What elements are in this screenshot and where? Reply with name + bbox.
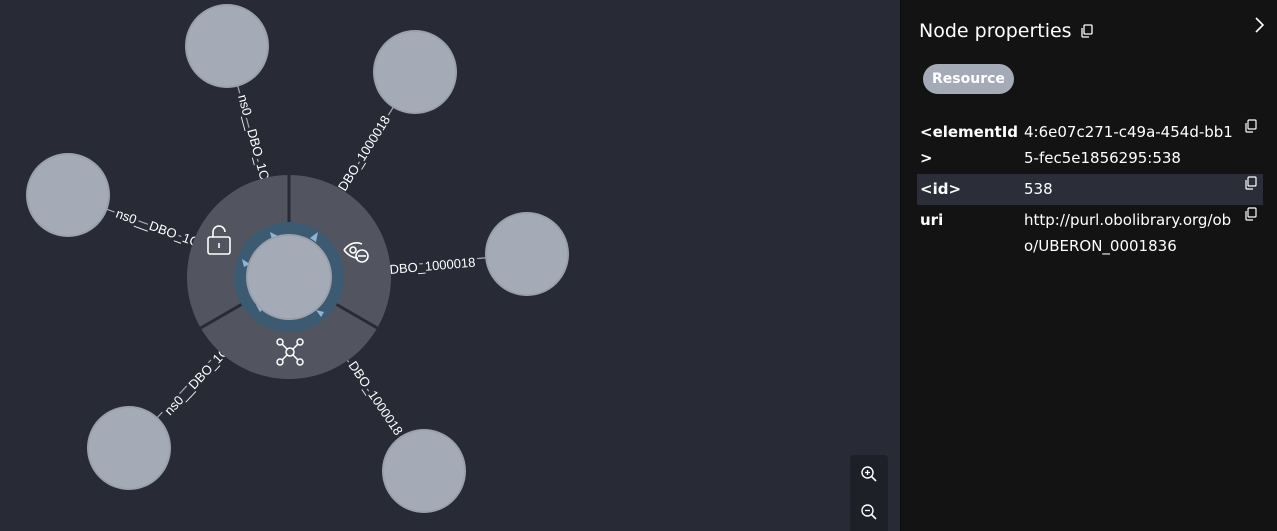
graph-visualization[interactable]: ns0__DBO_1C DBO_1000018 ns0__DBO_1C DBO_… bbox=[0, 0, 900, 531]
selected-node[interactable] bbox=[246, 234, 332, 320]
property-row: uri http://purl.obolibrary.org/obo/UBERO… bbox=[917, 205, 1263, 262]
copy-icon[interactable] bbox=[1244, 207, 1257, 221]
zoom-out-button[interactable] bbox=[850, 493, 888, 531]
relationship-label[interactable]: DBO_1000018 bbox=[332, 110, 396, 197]
graph-canvas[interactable]: ns0__DBO_1C DBO_1000018 ns0__DBO_1C DBO_… bbox=[0, 0, 900, 531]
zoom-in-icon bbox=[861, 466, 877, 482]
zoom-controls bbox=[850, 455, 888, 531]
properties-table: <elementId> 4:6e07c271-c49a-454d-bb15-fe… bbox=[917, 117, 1263, 262]
relationship-label[interactable]: DBO_1000018 bbox=[343, 355, 410, 441]
graph-node[interactable] bbox=[26, 153, 110, 237]
graph-node[interactable] bbox=[185, 4, 269, 88]
copy-icon[interactable] bbox=[1080, 24, 1093, 38]
graph-node[interactable] bbox=[87, 406, 171, 490]
lock-open-icon[interactable] bbox=[207, 225, 231, 255]
relationship-label[interactable]: ns0__DBO_1C bbox=[111, 203, 204, 253]
collapse-panel-button[interactable] bbox=[1248, 14, 1270, 36]
property-row: <elementId> 4:6e07c271-c49a-454d-bb15-fe… bbox=[917, 117, 1263, 174]
panel-title-row: Node properties bbox=[919, 20, 1093, 42]
selection-ring bbox=[234, 222, 344, 332]
graph-nodes bbox=[26, 4, 569, 513]
zoom-out-icon bbox=[861, 504, 877, 520]
property-value: http://purl.obolibrary.org/obo/UBERON_00… bbox=[1024, 211, 1232, 255]
property-key: <elementId> bbox=[920, 123, 1019, 167]
relationship-label[interactable]: DBO_1000018 bbox=[386, 252, 479, 280]
property-row: <id> 538 bbox=[917, 174, 1263, 205]
property-value: 538 bbox=[1024, 180, 1053, 198]
relationship-label[interactable]: ns0__DBO_1C bbox=[158, 341, 235, 421]
graph-node[interactable] bbox=[382, 429, 466, 513]
relationship-label[interactable]: ns0__DBO_1C bbox=[232, 90, 275, 184]
node-label-chip[interactable]: Resource bbox=[923, 64, 1014, 94]
node-action-ring bbox=[187, 175, 391, 379]
property-value: 4:6e07c271-c49a-454d-bb15-fec5e1856295:5… bbox=[1024, 123, 1233, 167]
property-key: <id> bbox=[920, 180, 962, 198]
expand-graph-icon[interactable] bbox=[276, 338, 304, 366]
copy-icon[interactable] bbox=[1244, 176, 1257, 190]
zoom-in-button[interactable] bbox=[850, 455, 888, 493]
graph-node[interactable] bbox=[373, 30, 457, 114]
panel-title: Node properties bbox=[919, 20, 1072, 42]
copy-icon[interactable] bbox=[1244, 119, 1257, 133]
hide-node-icon[interactable] bbox=[343, 242, 369, 263]
graph-node[interactable] bbox=[485, 212, 569, 296]
chevron-right-icon bbox=[1255, 17, 1265, 33]
node-properties-panel: Node properties Resource <elementId> 4:6… bbox=[900, 0, 1277, 531]
property-key: uri bbox=[920, 211, 944, 229]
